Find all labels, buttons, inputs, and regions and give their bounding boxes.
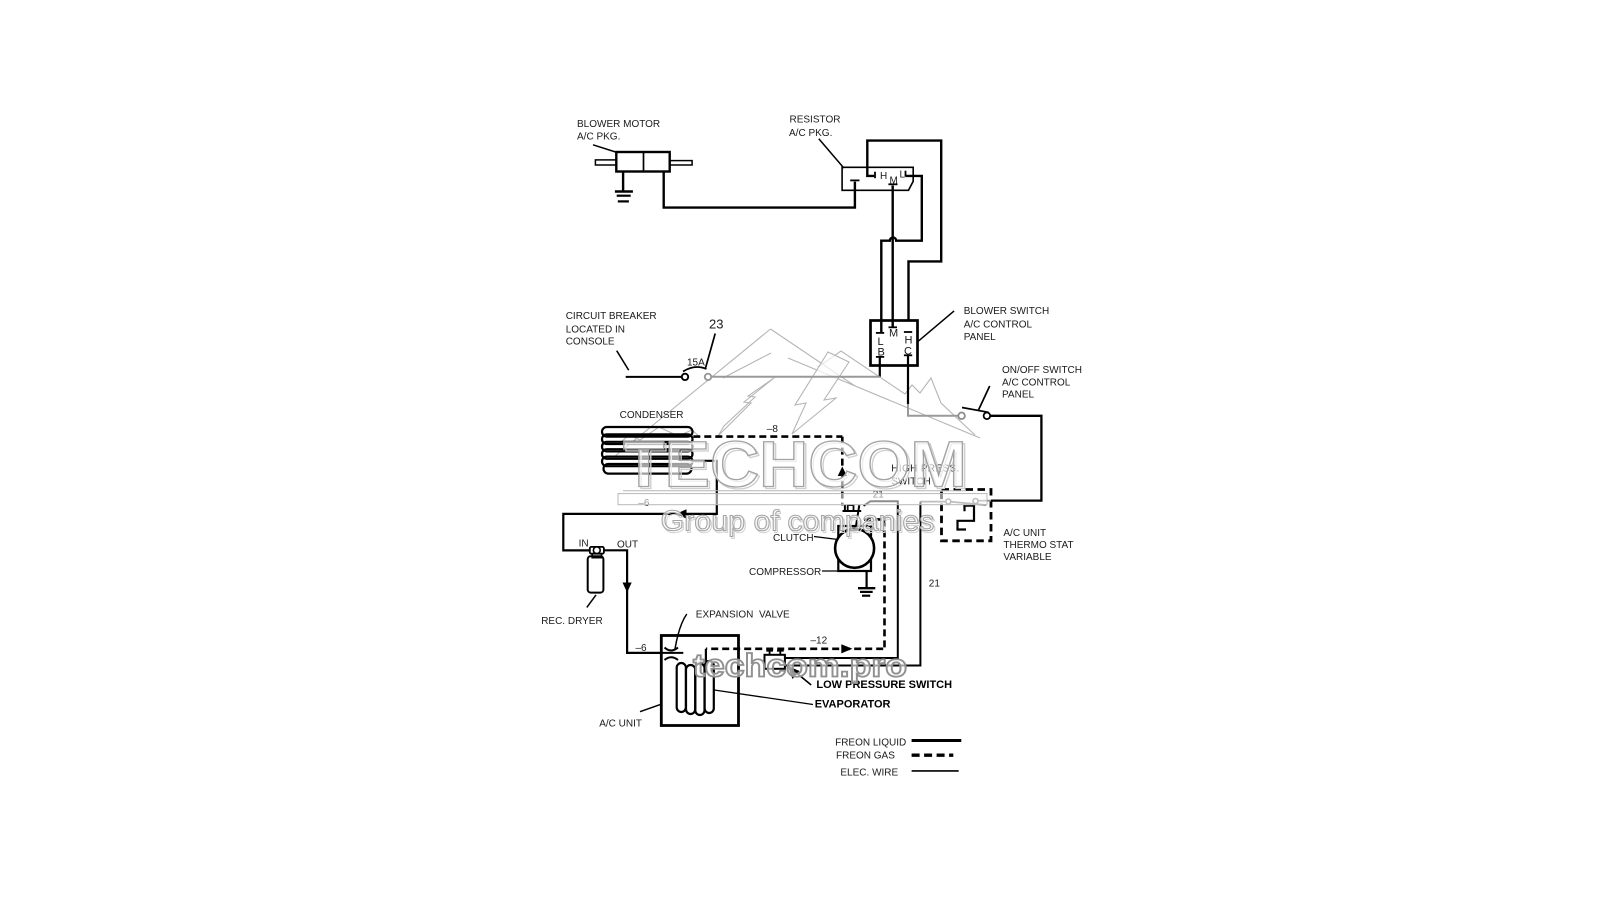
- svg-text:TECHCOM: TECHCOM: [625, 430, 969, 503]
- svg-text:PANEL: PANEL: [1002, 390, 1034, 401]
- svg-text:FREON LIQUID: FREON LIQUID: [835, 737, 906, 748]
- svg-text:COMPRESSOR: COMPRESSOR: [749, 567, 821, 578]
- svg-text:SWITCH: SWITCH: [891, 477, 930, 488]
- svg-text:techcom.pro: techcom.pro: [693, 648, 907, 684]
- svg-text:A/C CONTROL: A/C CONTROL: [964, 320, 1033, 331]
- svg-text:LOCATED IN: LOCATED IN: [566, 325, 625, 336]
- svg-text:L: L: [900, 169, 906, 180]
- svg-text:EXPANSION VALVE: EXPANSION VALVE: [696, 609, 790, 620]
- svg-text:CLUTCH: CLUTCH: [773, 533, 814, 544]
- svg-text:B: B: [878, 347, 885, 359]
- svg-text:VARIABLE: VARIABLE: [1003, 552, 1051, 563]
- svg-text:–6: –6: [636, 643, 648, 654]
- svg-text:A/C PKG.: A/C PKG.: [789, 128, 832, 139]
- svg-text:CIRCUIT BREAKER: CIRCUIT BREAKER: [566, 311, 657, 322]
- svg-text:PANEL: PANEL: [964, 332, 996, 343]
- svg-text:HIGH PRESS.: HIGH PRESS.: [891, 464, 959, 475]
- svg-text:RESISTOR: RESISTOR: [790, 114, 841, 125]
- svg-text:15A: 15A: [687, 357, 705, 368]
- svg-text:23: 23: [709, 317, 723, 332]
- svg-text:OUT: OUT: [617, 539, 638, 550]
- svg-text:L: L: [878, 336, 884, 348]
- svg-text:TECHCOM: TECHCOM: [623, 427, 967, 500]
- svg-text:A/C UNIT: A/C UNIT: [1003, 528, 1046, 539]
- svg-text:BLOWER MOTOR: BLOWER MOTOR: [577, 119, 660, 130]
- svg-text:ON/OFF SWITCH: ON/OFF SWITCH: [1002, 365, 1082, 376]
- svg-text:REC. DRYER: REC. DRYER: [541, 616, 603, 627]
- svg-text:ELEC. WIRE: ELEC. WIRE: [840, 768, 898, 779]
- svg-text:A/C UNIT: A/C UNIT: [599, 719, 642, 730]
- svg-text:H: H: [880, 171, 887, 182]
- svg-text:M: M: [890, 176, 898, 187]
- svg-text:C: C: [904, 346, 912, 358]
- svg-text:Group of companies: Group of companies: [661, 506, 935, 538]
- svg-text:M: M: [889, 328, 898, 340]
- svg-text:CONDENSER: CONDENSER: [620, 410, 684, 421]
- svg-text:EVAPORATOR: EVAPORATOR: [815, 698, 891, 710]
- svg-text:A/C CONTROL: A/C CONTROL: [1002, 377, 1071, 388]
- svg-text:21: 21: [929, 578, 941, 589]
- svg-text:–12: –12: [811, 635, 828, 646]
- svg-text:–8: –8: [767, 424, 779, 435]
- svg-text:CONSOLE: CONSOLE: [566, 337, 615, 348]
- svg-text:A/C PKG.: A/C PKG.: [577, 131, 620, 142]
- svg-text:FREON GAS: FREON GAS: [836, 751, 895, 762]
- svg-text:Group of companies: Group of companies: [662, 508, 936, 540]
- svg-text:THERMO STAT: THERMO STAT: [1003, 540, 1073, 551]
- svg-text:BLOWER SWITCH: BLOWER SWITCH: [964, 306, 1050, 317]
- svg-text:LOW PRESSURE SWITCH: LOW PRESSURE SWITCH: [816, 679, 952, 691]
- svg-text:H: H: [905, 335, 913, 347]
- svg-text:IN: IN: [579, 539, 589, 550]
